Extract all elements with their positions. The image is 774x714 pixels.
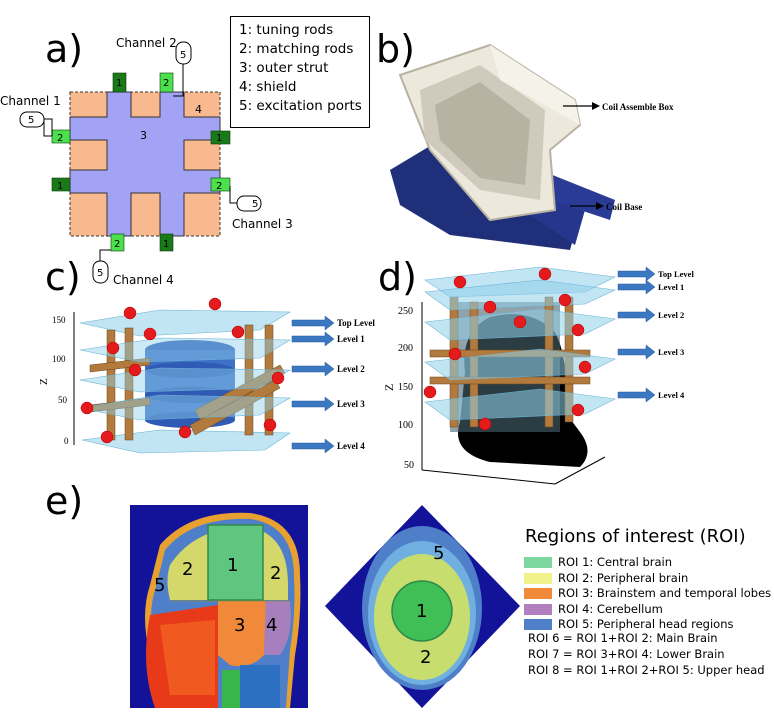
coil-base-annotation: Coil Base [606,202,642,212]
c-tick-0: 0 [64,436,69,446]
sag-roi-5: 5 [154,575,165,596]
roi-formula-7: ROI 7 = ROI 3+ROI 4: Lower Brain [528,647,725,661]
roi-legend-item: ROI 4: Cerebellum [524,602,771,618]
d-level-2: Level 2 [658,310,684,320]
sag-roi-3: 3 [234,615,245,636]
c-z-label: Z [40,378,50,385]
roi-5-swatch [524,619,552,631]
d-tick-250: 250 [398,306,413,317]
d-z-label: Z [382,384,396,391]
port-num-1: 5 [28,115,34,126]
coil-legend: 1: tuning rods 2: matching rods 3: outer… [230,16,370,128]
rod-num-1d: 1 [163,239,169,250]
roi-legend-item: ROI 3: Brainstem and temporal lobes [524,586,771,602]
d-level-1: Level 1 [658,282,684,292]
c-tick-100: 100 [52,354,66,364]
c-level-2: Level 2 [337,364,365,374]
roi-formulas: ROI 6 = ROI 1+ROI 2: Main Brain ROI 7 = … [528,630,765,678]
roi-legend-item: ROI 5: Peripheral head regions [524,617,771,633]
legend-item: 2: matching rods [239,41,354,57]
d-tick-150: 150 [398,382,413,393]
rod-num-1c: 1 [57,181,63,192]
roi-legend-title: Regions of interest (ROI) [525,526,746,547]
panel-c-plot: 150 100 50 0 Z [40,297,375,454]
rod-num-2b: 2 [57,133,63,144]
c-tick-50: 50 [58,395,68,405]
coil-box-annotation: Coil Assemble Box [602,102,674,112]
sagittal-roi-map: 1 2 2 3 4 5 [130,505,308,708]
rod-num-2a: 2 [163,78,169,89]
d-level-3: Level 3 [658,347,684,357]
c-level-3: Level 3 [337,399,365,409]
panel-d-label: d) [378,255,417,299]
d-tick-50: 50 [404,460,414,471]
legend-item: 3: outer strut [239,60,329,76]
coil-schematic: 1 2 2 1 1 2 2 1 3 4 5 5 5 5 Channel 1 Ch… [0,36,293,287]
excitation-ports [19,41,262,284]
roi-formula-8: ROI 8 = ROI 1+ROI 2+ROI 5: Upper head [528,663,765,677]
legend-item: 5: excitation ports [239,98,362,114]
c-level-top: Top Level [337,318,375,328]
ax-roi-1: 1 [416,601,427,622]
roi-2-swatch [524,572,552,584]
port-num-2: 5 [180,50,186,61]
coil-photo: Coil Assemble Box Coil Base [390,43,674,250]
panel-e-label: e) [45,479,84,523]
roi-legend-item: ROI 2: Peripheral brain [524,571,771,587]
strut-center [131,140,160,170]
channel-3-label: Channel 3 [232,217,293,231]
sag-roi-2a: 2 [182,559,193,580]
rod-num-2c: 2 [216,181,222,192]
shield-num: 4 [195,103,202,116]
rod-num-2d: 2 [114,239,120,250]
sag-roi-2b: 2 [270,563,281,584]
sag-roi-4: 4 [266,615,277,636]
d-level-4: Level 4 [658,390,685,400]
sag-roi-1: 1 [227,555,238,576]
c-level-4: Level 4 [337,441,365,451]
panel-d-plot: 250 200 150 100 50 Z Top [382,266,694,485]
roi-formula-6: ROI 6 = ROI 1+ROI 2: Main Brain [528,631,718,645]
c-tick-150: 150 [52,315,66,325]
strut-num: 3 [140,129,147,142]
matching-rods [51,72,231,252]
channel-2-label: Channel 2 [116,36,177,50]
legend-item: 4: shield [239,79,297,95]
panel-a-label: a) [45,27,84,71]
roi-legend: ROI 1: Central brain ROI 2: Peripheral b… [524,555,771,633]
panel-c-label: c) [45,255,81,299]
d-tick-100: 100 [398,420,413,431]
channel-4-label: Channel 4 [113,273,174,287]
port-num-3: 5 [252,199,258,210]
roi-3-swatch [524,588,552,600]
roi-legend-item: ROI 1: Central brain [524,555,771,571]
d-tick-200: 200 [398,343,413,354]
panel-b-label: b) [376,27,415,71]
ax-roi-5: 5 [433,543,444,564]
axial-roi-map: 1 2 5 [325,505,520,708]
tuning-rods [51,72,231,252]
c-level-1: Level 1 [337,334,365,344]
rod-num-1a: 1 [116,78,122,89]
legend-item: 1: tuning rods [239,22,334,38]
roi-1-swatch [524,557,552,569]
channel-1-label: Channel 1 [0,94,61,108]
roi-4-swatch [524,603,552,615]
d-level-top: Top Level [658,269,694,279]
rod-num-1b: 1 [216,133,222,144]
ax-roi-2: 2 [420,647,431,668]
port-num-4: 5 [97,268,103,279]
